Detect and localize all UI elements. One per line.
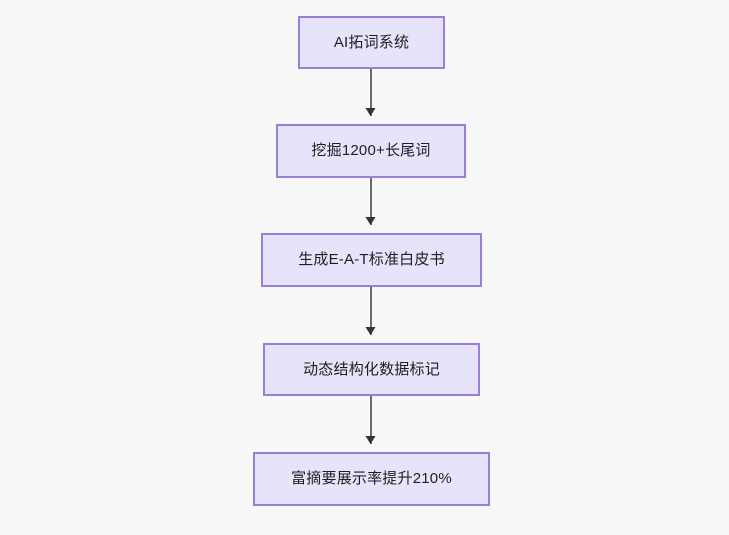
- flowchart-node-3[interactable]: 生成E-A-T标准白皮书: [261, 233, 482, 287]
- node-label: 富摘要展示率提升210%: [291, 470, 452, 487]
- edge-line: [370, 287, 372, 335]
- arrowhead-icon: [365, 327, 376, 335]
- node-label: 生成E-A-T标准白皮书: [298, 251, 445, 268]
- arrowhead-icon: [365, 108, 376, 116]
- edge-line: [370, 178, 372, 225]
- arrowhead-icon: [365, 217, 376, 225]
- arrowhead-icon: [365, 436, 376, 444]
- edge-line: [370, 69, 372, 116]
- node-label: AI拓词系统: [333, 33, 410, 51]
- flowchart-node-5[interactable]: 富摘要展示率提升210%: [253, 452, 490, 506]
- flowchart-node-1[interactable]: AI拓词系统: [298, 16, 445, 69]
- edge-line: [370, 396, 372, 444]
- node-label: 动态结构化数据标记: [303, 360, 440, 378]
- flowchart-node-2[interactable]: 挖掘1200+长尾词: [276, 124, 466, 178]
- node-label: 挖掘1200+长尾词: [311, 142, 431, 159]
- flowchart-node-4[interactable]: 动态结构化数据标记: [263, 343, 480, 396]
